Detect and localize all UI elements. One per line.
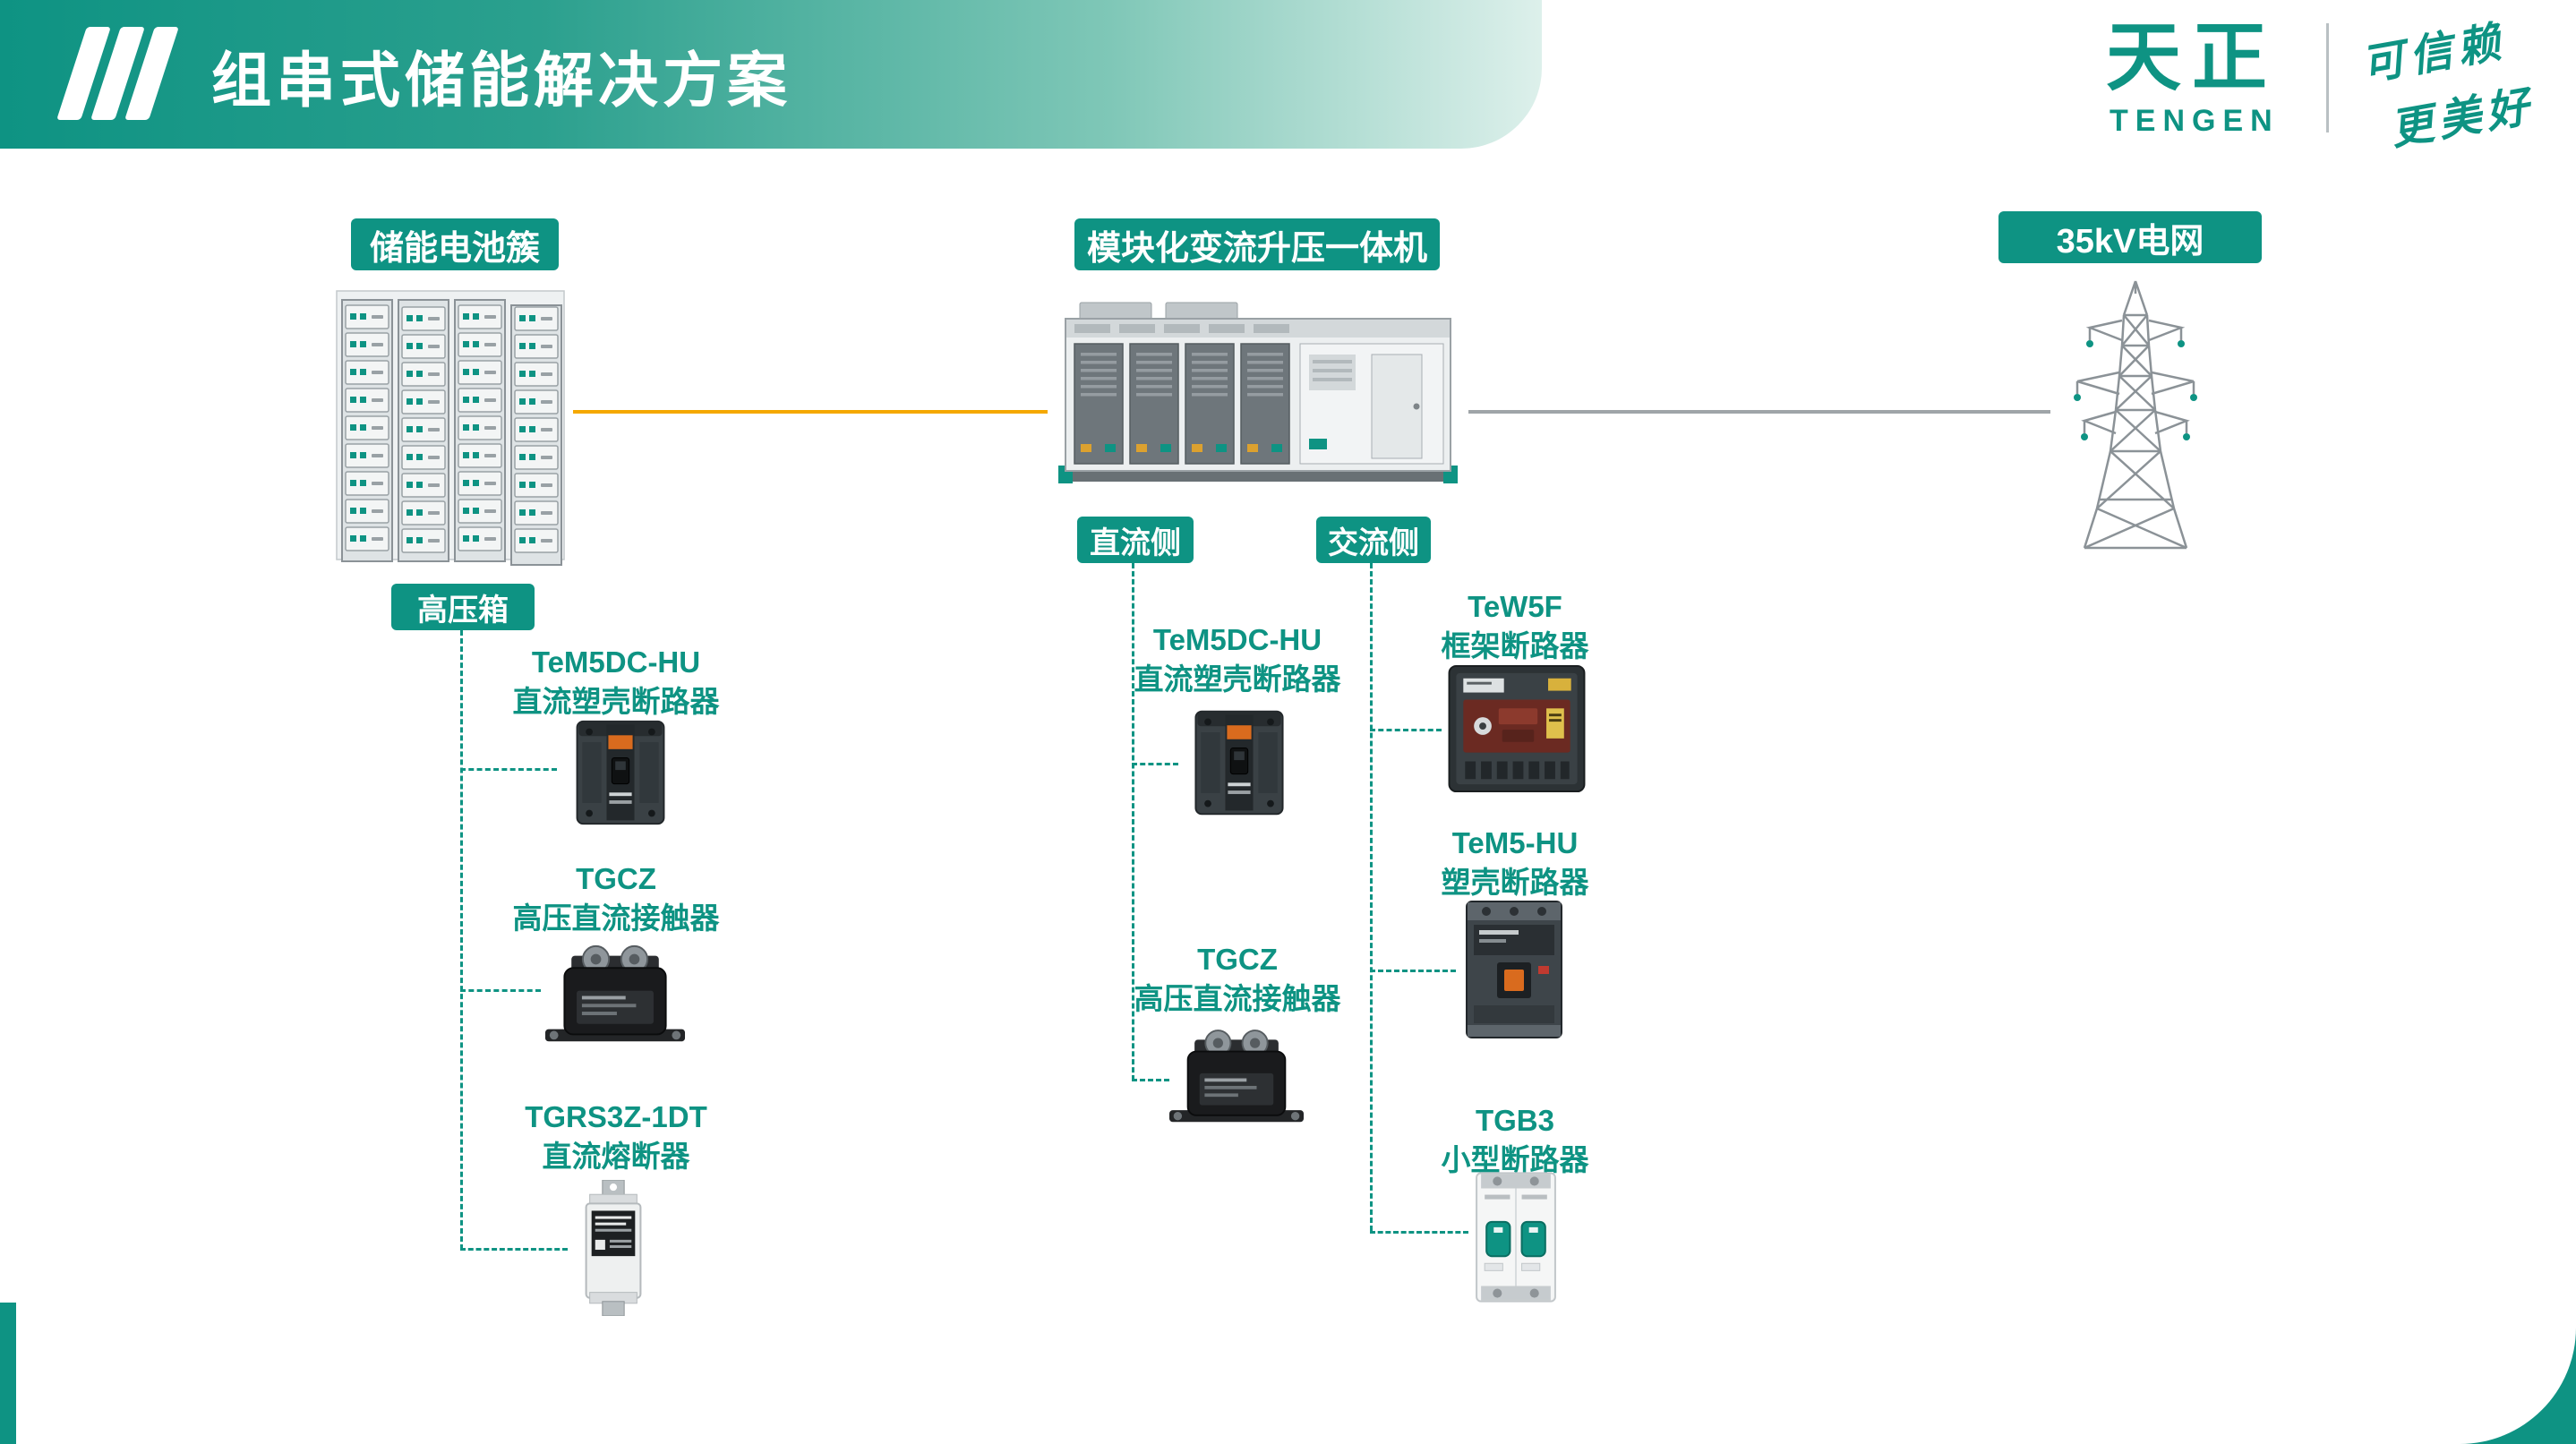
product-label: TeW5F 框架断路器 [1363,589,1667,663]
ac-side-stub-1 [1370,729,1442,731]
ac-side-stub-3 [1370,1231,1468,1234]
dc-side-stub-1 [1132,763,1178,765]
product-model: TeM5DC-HU [1152,623,1322,656]
hv-box-stub-1 [460,768,557,771]
dc-power-line [573,410,1048,414]
miniature-breaker-product-image [1468,1169,1563,1310]
dc-side-label: 直流侧 [1077,517,1194,563]
product-name: 高压直流接触器 [1134,981,1341,1015]
brand-logo-cn: 天正 [2106,15,2279,99]
dc-side-connector-line [1132,563,1134,1081]
hv-box-connector-line [460,630,463,1250]
brand-logo-en: TENGEN [2110,104,2280,138]
product-label: TGRS3Z-1DT 直流熔断器 [464,1099,768,1174]
product-model: TeM5DC-HU [531,645,701,679]
product-name: 小型断路器 [1441,1142,1589,1176]
product-model: TGB3 [1475,1104,1554,1137]
hv-box-label: 高压箱 [391,584,535,630]
converter-station-illustration [1048,286,1468,501]
product-label: TGB3 小型断路器 [1363,1103,1667,1177]
product-name: 直流塑壳断路器 [512,684,720,718]
mccb-product-image [1456,897,1572,1047]
battery-rack-illustration [329,282,571,573]
product-name: 塑壳断路器 [1441,865,1589,899]
product-name: 框架断路器 [1441,628,1589,662]
product-name: 高压直流接触器 [512,901,720,935]
dc-mccb-product-image [557,716,684,833]
battery-cluster-label: 储能电池簇 [351,218,559,270]
product-name: 直流塑壳断路器 [1134,662,1341,696]
ac-side-stub-2 [1370,970,1456,972]
dc-side-stub-2 [1132,1079,1169,1081]
converter-label: 模块化变流升压一体机 [1074,218,1440,270]
product-model: TeW5F [1468,590,1562,623]
product-name: 直流熔断器 [542,1139,690,1173]
hv-box-stub-3 [460,1248,568,1251]
product-model: TGCZ [1197,943,1278,976]
dc-mccb-product-image [1178,700,1300,830]
edge-accent-bar [0,1303,16,1444]
product-label: TeM5DC-HU 直流塑壳断路器 [464,645,768,719]
product-label: TeM5DC-HU 直流塑壳断路器 [1085,622,1390,696]
ac-side-label: 交流侧 [1316,517,1431,563]
dc-contactor-product-image [1169,1021,1304,1141]
product-label: TGCZ 高压直流接触器 [464,861,768,936]
air-frame-breaker-product-image [1442,662,1592,799]
grid-label: 35kV电网 [1998,211,2262,263]
product-model: TGRS3Z-1DT [525,1100,707,1133]
page-title: 组串式储能解决方案 [211,47,792,115]
ac-power-line [1468,410,2050,414]
logo-divider [2326,23,2329,132]
product-model: TGCZ [576,862,656,895]
dc-contactor-product-image [541,942,689,1055]
dc-fuse-product-image [568,1180,659,1320]
product-label: TeM5-HU 塑壳断路器 [1363,825,1667,900]
ac-side-connector-line [1370,563,1373,1231]
product-model: TeM5-HU [1451,826,1579,859]
transmission-tower-illustration [2050,276,2221,562]
hv-box-stub-2 [460,989,541,992]
header-band: 组串式储能解决方案 [0,0,1542,149]
product-label: TGCZ 高压直流接触器 [1085,942,1390,1016]
